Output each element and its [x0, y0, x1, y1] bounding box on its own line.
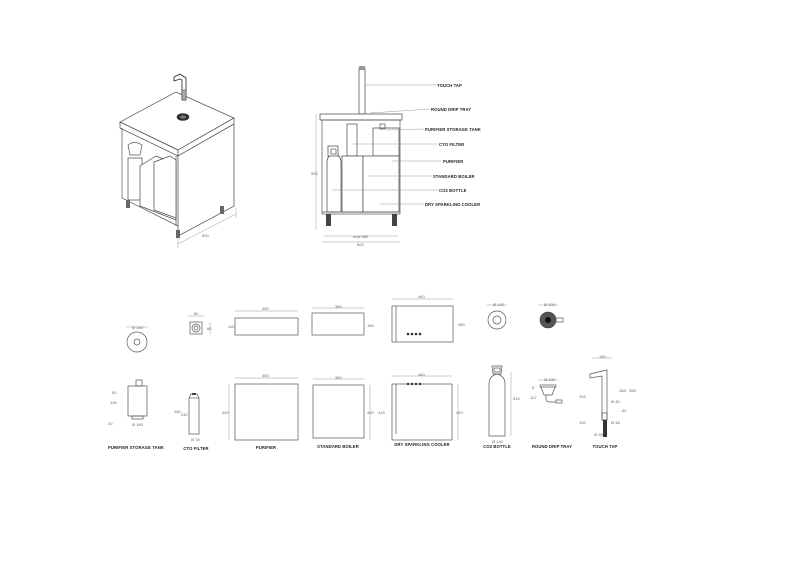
svg-text:440: 440 [418, 294, 425, 299]
front-outer-width-dim: 600 [357, 242, 364, 247]
callout-purifier: PURIFIER [443, 159, 463, 164]
svg-text:Ø 100: Ø 100 [544, 302, 556, 307]
svg-text:Ø 160: Ø 160 [132, 325, 144, 330]
dry-sparkling-cooler-top-view: 440 260 [391, 294, 465, 343]
caption-touch-tap: TOUCH TAP [593, 444, 618, 449]
callout-standard-boiler: STANDARD BOILER [433, 174, 475, 179]
svg-text:130: 130 [110, 400, 117, 405]
svg-text:110: 110 [228, 324, 235, 329]
callout-touch-tap: TOUCH TAP [437, 83, 462, 88]
svg-text:Ø 100: Ø 100 [544, 377, 556, 382]
dry-sparkling-cooler-front-view: 440 420 DRY SPARKLING COOLER [391, 372, 463, 447]
svg-text:400: 400 [367, 410, 374, 415]
front-cabinet-view: TOUCH TAP ROUND DRIP TRAY PURIFIER STORA… [311, 66, 481, 247]
svg-text:50: 50 [112, 390, 117, 395]
svg-text:288: 288 [619, 388, 626, 393]
caption-standard-boiler: STANDARD BOILER [317, 444, 359, 449]
caption-purifier: PURIFIER [256, 445, 276, 450]
svg-text:358: 358 [629, 388, 636, 393]
svg-text:415: 415 [378, 410, 385, 415]
caption-round-drip-tray: ROUND DRIP TRAY [532, 444, 572, 449]
svg-text:Ø 78: Ø 78 [191, 437, 200, 442]
iso-width-dim: 600 [202, 233, 209, 238]
svg-text:450: 450 [262, 373, 269, 378]
purifier-front-view: 450 400 PURIFIER [222, 373, 299, 450]
svg-text:515: 515 [513, 396, 520, 401]
caption-dry-sparkling-cooler: DRY SPARKLING COOLER [394, 442, 449, 447]
callout-cto-filter: CTO FILTER [439, 142, 464, 147]
svg-text:20: 20 [108, 421, 113, 426]
round-drip-tray-top-view: Ø 100 [538, 302, 564, 329]
svg-text:Ø 142: Ø 142 [493, 302, 505, 307]
svg-text:Ø 142: Ø 142 [492, 439, 504, 444]
svg-text:Ø 28: Ø 28 [594, 432, 603, 437]
co2-bottle-top-view: Ø 142 [487, 302, 507, 330]
touch-tap-front-view: 150 294 288 358 Ø 40 60 100 Ø 48 Ø 28 TO… [579, 354, 636, 449]
svg-text:294: 294 [579, 394, 586, 399]
svg-text:380: 380 [335, 304, 342, 309]
standard-boiler-top-view: 380 150 [311, 304, 374, 336]
front-inner-width-dim: max 560 [353, 234, 369, 239]
svg-text:60: 60 [622, 408, 627, 413]
svg-text:450: 450 [262, 306, 269, 311]
callout-round-drip-tray: ROUND DRIP TRAY [431, 107, 471, 112]
caption-purifier-storage-tank: PURIFIER STORAGE TANK [108, 445, 164, 450]
purifier-storage-tank-front-view: 50 130 20 Ø 160 PURIFIER STORAGE TANK [108, 379, 164, 450]
front-height-dim: 900 [311, 171, 318, 176]
callout-purifier-storage-tank: PURIFIER STORAGE TANK [425, 127, 481, 132]
svg-text:Ø 160: Ø 160 [132, 422, 144, 427]
caption-co2-bottle: CO2 BOTTLE [483, 444, 511, 449]
callout-dry-sparkling-cooler: DRY SPARKLING COOLER [425, 202, 480, 207]
svg-text:242: 242 [181, 412, 188, 417]
svg-text:260: 260 [458, 322, 465, 327]
svg-text:Ø 48: Ø 48 [611, 420, 620, 425]
co2-bottle-front-view: 515 Ø 142 CO2 BOTTLE [483, 365, 520, 449]
svg-text:440: 440 [418, 372, 425, 377]
svg-text:5: 5 [532, 385, 535, 390]
svg-text:150: 150 [367, 323, 374, 328]
purifier-top-view: 450 110 [228, 306, 299, 336]
cto-filter-top-view: 80 80 [188, 311, 212, 335]
caption-cto-filter: CTO FILTER [183, 446, 208, 451]
purifier-storage-tank-top-view: Ø 160 [126, 325, 148, 353]
svg-text:80: 80 [194, 311, 199, 316]
svg-text:100: 100 [579, 420, 586, 425]
svg-text:127: 127 [530, 395, 537, 400]
svg-text:80: 80 [207, 326, 212, 331]
cto-filter-front-view: 282 242 Ø 78 CTO FILTER [174, 393, 209, 451]
svg-text:420: 420 [456, 410, 463, 415]
callout-co2-bottle: CO2 BOTTLE [439, 188, 467, 193]
svg-text:282: 282 [174, 409, 181, 414]
svg-text:Ø 40: Ø 40 [611, 399, 620, 404]
isometric-cabinet-view: 600 [119, 73, 237, 248]
standard-boiler-front-view: 380 400 415 STANDARD BOILER [312, 375, 385, 449]
svg-text:380: 380 [335, 375, 342, 380]
round-drip-tray-front-view: Ø 100 5 127 ROUND DRIP TRAY [530, 377, 572, 449]
svg-text:400: 400 [222, 410, 229, 415]
svg-text:150: 150 [599, 354, 606, 359]
